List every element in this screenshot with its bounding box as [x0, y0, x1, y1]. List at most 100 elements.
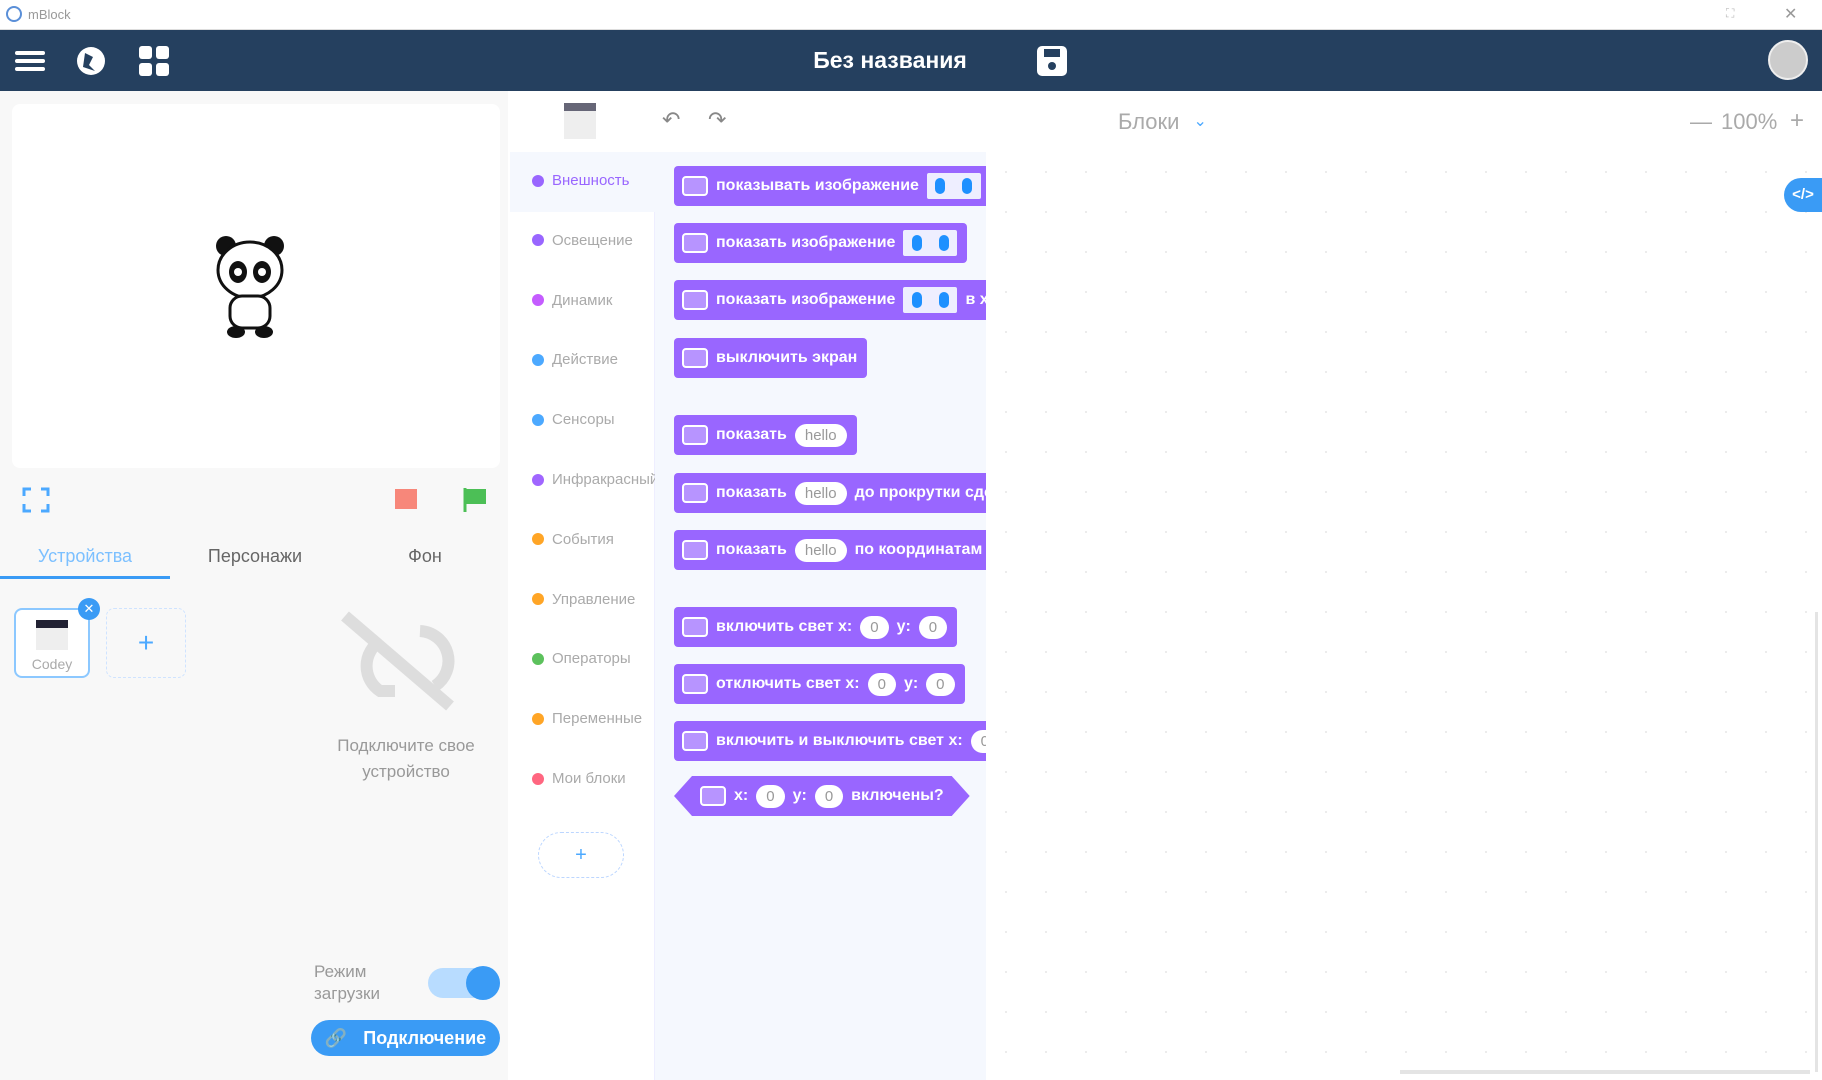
- y-input[interactable]: 0: [815, 785, 843, 808]
- codey-block-icon: [682, 483, 708, 503]
- avatar[interactable]: [1768, 40, 1808, 80]
- app-header: Без названия: [0, 30, 1822, 91]
- maximize-icon[interactable]: ⛶: [1726, 6, 1735, 20]
- text-input[interactable]: hello: [794, 423, 847, 447]
- message-line: устройство: [362, 762, 450, 781]
- tab-background[interactable]: Фон: [408, 546, 442, 566]
- category-label: Мои блоки: [552, 770, 626, 787]
- add-device-button[interactable]: +: [106, 608, 186, 678]
- mode-select[interactable]: Блоки⌄: [1118, 109, 1207, 135]
- image-input[interactable]: [926, 173, 981, 199]
- connect-button[interactable]: 🔗Подключение: [311, 1020, 500, 1056]
- add-extension-button[interactable]: +: [538, 832, 624, 878]
- upload-mode-toggle[interactable]: [428, 966, 500, 1000]
- zoom-level: 100%: [1721, 109, 1778, 134]
- block-text: включить и выключить свет x:: [716, 732, 963, 749]
- disconnected-link-icon: [341, 611, 455, 711]
- menu-icon[interactable]: [13, 44, 47, 78]
- zoom-out-button[interactable]: —: [1690, 109, 1712, 134]
- block-text: показать изображение: [716, 291, 896, 308]
- panda-sprite: [216, 236, 284, 338]
- image-input[interactable]: [903, 230, 958, 256]
- block-show-text[interactable]: показать hello: [674, 415, 857, 455]
- category-item[interactable]: Управление: [532, 591, 655, 608]
- chevron-down-icon: ⌄: [1193, 113, 1207, 130]
- category-label: Операторы: [552, 650, 631, 668]
- redo-icon[interactable]: ↷: [708, 107, 727, 132]
- category-dot-icon: [532, 353, 544, 366]
- y-input[interactable]: 0: [926, 672, 955, 696]
- category-item[interactable]: Действие: [532, 351, 655, 368]
- block-show-image[interactable]: показывать изображение: [674, 166, 986, 206]
- block-text: x:: [734, 787, 749, 804]
- category-dot-icon: [532, 234, 544, 247]
- tab-devices[interactable]: Устройства: [37, 546, 133, 566]
- category-label: Освещение: [552, 231, 633, 249]
- codey-block-icon: [682, 233, 708, 253]
- block-text: включены?: [851, 787, 944, 804]
- extensions-icon[interactable]: [137, 44, 171, 78]
- block-screen-off[interactable]: выключить экран: [674, 338, 868, 378]
- stage: [12, 104, 500, 468]
- x-input[interactable]: 0: [756, 785, 784, 808]
- green-flag-icon[interactable]: [462, 486, 488, 512]
- category-item[interactable]: Инфракрасный: [532, 471, 655, 488]
- left-panel: Устройства Персонажи Фон Codey ✕ + Подкл…: [0, 91, 508, 1080]
- category-label: События: [552, 530, 614, 548]
- category-item[interactable]: Операторы: [532, 650, 655, 667]
- project-title[interactable]: Без названия: [813, 47, 967, 73]
- code-view-icon[interactable]: </>: [1784, 178, 1822, 212]
- block-text: показать: [716, 426, 787, 443]
- stop-icon[interactable]: [395, 489, 417, 509]
- tab-sprites[interactable]: Персонажи: [207, 546, 303, 566]
- block-text: включить свет x:: [716, 618, 853, 635]
- block-show-image-2[interactable]: показать изображение: [674, 223, 968, 263]
- text-input[interactable]: hello: [794, 538, 847, 562]
- block-text: по координатам: [854, 541, 983, 558]
- globe-icon[interactable]: [74, 44, 108, 78]
- block-text: y:: [896, 618, 911, 635]
- category-item[interactable]: Внешность: [532, 172, 655, 189]
- block-light-on[interactable]: включить свет x: 0 y: 0: [674, 607, 958, 647]
- save-icon[interactable]: [1035, 44, 1069, 78]
- category-item[interactable]: Мои блоки: [532, 770, 655, 787]
- category-item[interactable]: Переменные: [532, 710, 655, 727]
- device-card-codey[interactable]: Codey ✕: [14, 598, 100, 678]
- category-label: Действие: [552, 351, 618, 369]
- remove-device-icon[interactable]: ✕: [78, 598, 100, 620]
- x-input[interactable]: 0: [970, 729, 986, 753]
- category-label: Инфракрасный: [552, 471, 655, 488]
- y-input[interactable]: 0: [918, 615, 948, 639]
- app-logo-icon: [6, 6, 22, 22]
- block-light-toggle[interactable]: включить и выключить свет x: 0: [674, 721, 986, 761]
- category-item[interactable]: Сенсоры: [532, 411, 655, 428]
- category-item[interactable]: События: [532, 531, 655, 548]
- image-input[interactable]: [903, 287, 958, 313]
- block-text: показать: [716, 484, 787, 501]
- undo-icon[interactable]: ↶: [662, 107, 681, 132]
- device-thumbnail-icon[interactable]: [564, 103, 596, 139]
- script-workspace[interactable]: </>: [986, 152, 1822, 1080]
- text-input[interactable]: hello: [794, 481, 847, 505]
- horizontal-scrollbar[interactable]: [1400, 1070, 1810, 1074]
- close-icon[interactable]: ✕: [1784, 6, 1798, 23]
- category-label: Сенсоры: [552, 411, 615, 429]
- x-input[interactable]: 0: [860, 615, 889, 639]
- fullscreen-icon[interactable]: [22, 487, 50, 513]
- category-dot-icon: [532, 174, 544, 187]
- block-text: показывать изображение: [716, 177, 919, 194]
- category-item[interactable]: Динамик: [532, 292, 655, 309]
- zoom-in-button[interactable]: +: [1790, 107, 1805, 134]
- category-item[interactable]: Освещение: [532, 232, 655, 249]
- message-line: Подключите свое: [337, 736, 475, 755]
- x-input[interactable]: 0: [867, 672, 896, 696]
- codey-icon: [36, 620, 68, 650]
- vertical-scrollbar[interactable]: [1815, 612, 1818, 1072]
